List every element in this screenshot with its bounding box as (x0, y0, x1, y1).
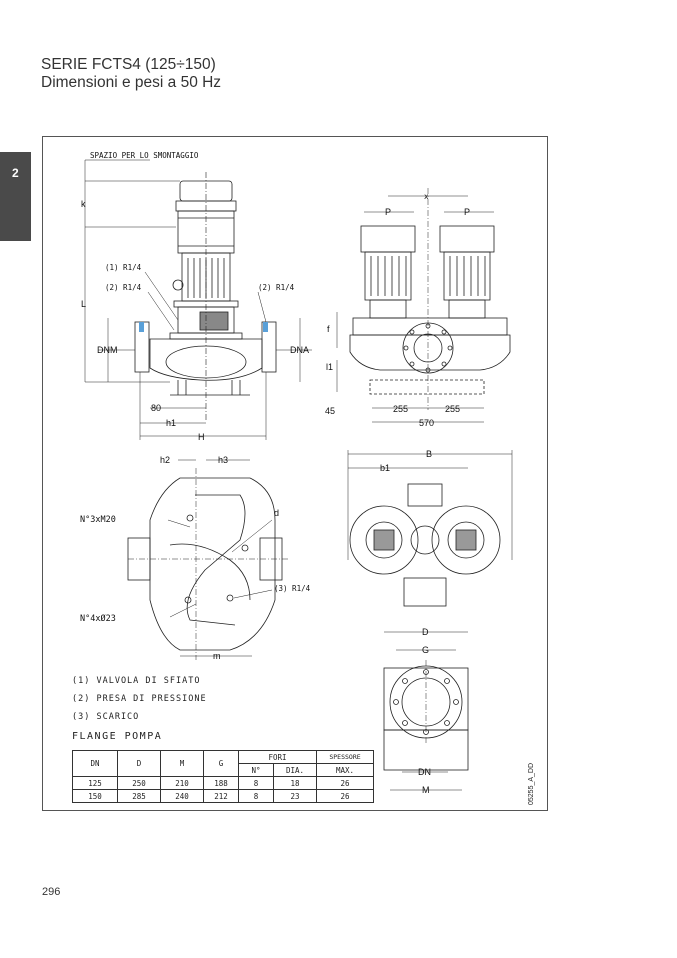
bolts-23: N°4xØ23 (80, 613, 116, 624)
dim-p-right: P (464, 207, 470, 217)
legend-item: (3) SCARICO (72, 712, 140, 722)
dim-DN: DN (418, 767, 431, 777)
dim-d: d (274, 508, 279, 518)
dim-G: G (422, 645, 429, 655)
dim-255-left: 255 (393, 404, 408, 414)
table-cell: 285 (117, 789, 161, 803)
col-header: SPESSORE (316, 750, 374, 764)
dim-p-left: P (385, 207, 391, 217)
dim-255-right: 255 (445, 404, 460, 414)
flange-table: DN D M G FORI SPESSORE N° DIA. MAX. 125 … (72, 750, 374, 803)
side-top-label: SPAZIO PER LO SMONTAGGIO (90, 151, 199, 160)
front-view-drawing (336, 188, 511, 423)
table-row: 150 285 240 212 8 23 26 (72, 789, 374, 803)
dim-k: k (81, 199, 86, 209)
callout-1: (1) R1/4 (105, 263, 142, 272)
dim-dna: DNA (290, 345, 309, 355)
callout-3: (3) R1/4 (274, 584, 311, 593)
table-cell: 26 (316, 776, 374, 790)
callout-2-right: (2) R1/4 (258, 283, 295, 292)
chapter-number: 2 (12, 166, 19, 180)
col-header: DIA. (273, 763, 317, 777)
dim-x: x (424, 192, 429, 201)
col-header: D (117, 750, 161, 777)
dim-f: f (327, 324, 330, 334)
table-cell: 150 (72, 789, 118, 803)
table-cell: 212 (203, 789, 239, 803)
dim-80: 80 (151, 403, 161, 413)
table-cell: 18 (273, 776, 317, 790)
flange-table-title: FLANGE POMPA (72, 731, 163, 742)
chapter-tab[interactable]: 2 (0, 152, 31, 241)
table-row: 125 250 210 188 8 18 26 (72, 776, 374, 790)
table-cell: 188 (203, 776, 239, 790)
col-header: FORI (238, 750, 317, 764)
table-cell: 240 (160, 789, 204, 803)
dim-m: m (213, 651, 221, 661)
page-number: 296 (42, 886, 61, 898)
table-cell: 8 (238, 789, 274, 803)
dim-b1: b1 (380, 463, 390, 473)
dim-dnm: DNM (97, 345, 118, 355)
col-header: M (160, 750, 204, 777)
table-cell: 8 (238, 776, 274, 790)
col-header: G (203, 750, 239, 777)
page-subtitle: Dimensioni e pesi a 50 Hz (41, 74, 222, 91)
dim-45: 45 (325, 406, 335, 416)
dim-B: B (426, 449, 432, 459)
drawing-frame (42, 136, 548, 811)
col-header: N° (238, 763, 274, 777)
table-cell: 250 (117, 776, 161, 790)
dim-L: L (81, 299, 86, 309)
legend-item: (2) PRESA DI PRESSIONE (72, 694, 207, 704)
drawing-code: 05255_A_DD (528, 762, 535, 805)
title-block: SERIE FCTS4 (125÷150) Dimensioni e pesi … (41, 56, 221, 92)
callout-2-left: (2) R1/4 (105, 283, 142, 292)
page-title: SERIE FCTS4 (125÷150) (41, 56, 216, 73)
flange-drawing (383, 631, 469, 791)
table-cell: 125 (72, 776, 118, 790)
dim-l1: l1 (326, 362, 333, 372)
table-cell: 210 (160, 776, 204, 790)
dim-h1: h1 (166, 418, 176, 428)
legend-item: (1) VALVOLA DI SFIATO (72, 676, 201, 686)
plan-view-drawing (127, 459, 290, 660)
dim-570: 570 (419, 418, 434, 428)
col-header: MAX. (316, 763, 374, 777)
top-view-drawing (347, 450, 513, 607)
bolts-m20: N°3xM20 (80, 515, 116, 525)
table-cell: 23 (273, 789, 317, 803)
dim-h3: h3 (218, 455, 228, 465)
col-header: DN (72, 750, 118, 777)
dim-D: D (422, 627, 429, 637)
dim-h2: h2 (160, 455, 170, 465)
dim-M: M (422, 785, 430, 795)
side-view-drawing (84, 159, 312, 440)
table-cell: 26 (316, 789, 374, 803)
dim-H: H (198, 432, 205, 442)
